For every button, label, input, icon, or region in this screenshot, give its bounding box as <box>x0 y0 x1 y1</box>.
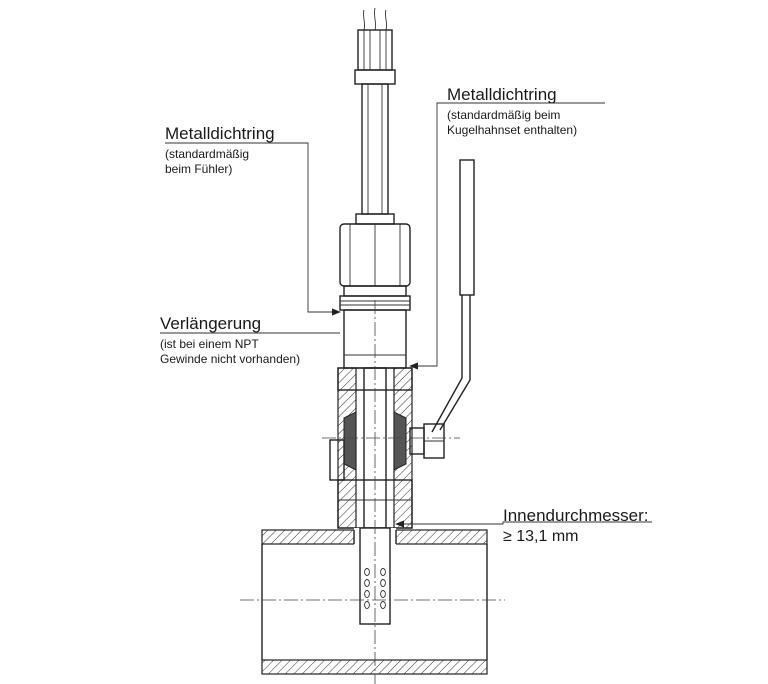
probe-shaft-upper <box>354 69 396 225</box>
extension-title: Verlängerung <box>160 314 262 333</box>
compression-nut <box>339 223 411 311</box>
leader-lines <box>160 102 652 528</box>
extension-note-1: (ist bei einem NPT <box>160 336 259 351</box>
inner-diameter-title: Innendurchmesser: <box>503 506 649 525</box>
ball-valve-body <box>329 367 413 529</box>
pipe-section <box>261 528 488 675</box>
center-lines <box>240 300 505 684</box>
extension-note-2: Gewinde nicht vorhanden) <box>160 351 301 366</box>
metal-seal-ballvalve-title: Metalldichtring <box>447 85 557 104</box>
metal-seal-probe-title: Metalldichtring <box>165 124 275 143</box>
inner-diameter-value: ≥ 13,1 mm <box>503 527 579 545</box>
label-metal-seal-probe: Metalldichtring (standardmäßig beim Fühl… <box>165 124 275 177</box>
label-metal-seal-ballvalve: Metalldichtring (standardmäßig beim Kuge… <box>447 85 577 138</box>
metal-seal-ballvalve-note-1: (standardmäßig beim <box>447 107 561 122</box>
label-inner-diameter: Innendurchmesser: ≥ 13,1 mm <box>503 506 649 546</box>
metal-seal-probe-note-1: (standardmäßig <box>165 146 250 161</box>
label-extension: Verlängerung (ist bei einem NPT Gewinde … <box>160 314 300 367</box>
metal-seal-probe-note-2: beim Fühler) <box>165 161 233 176</box>
probe-cable <box>357 7 393 71</box>
metal-seal-ballvalve-note-2: Kugelhahnset enthalten) <box>447 122 578 137</box>
valve-handle <box>409 159 475 459</box>
sensor-tip <box>359 527 391 625</box>
